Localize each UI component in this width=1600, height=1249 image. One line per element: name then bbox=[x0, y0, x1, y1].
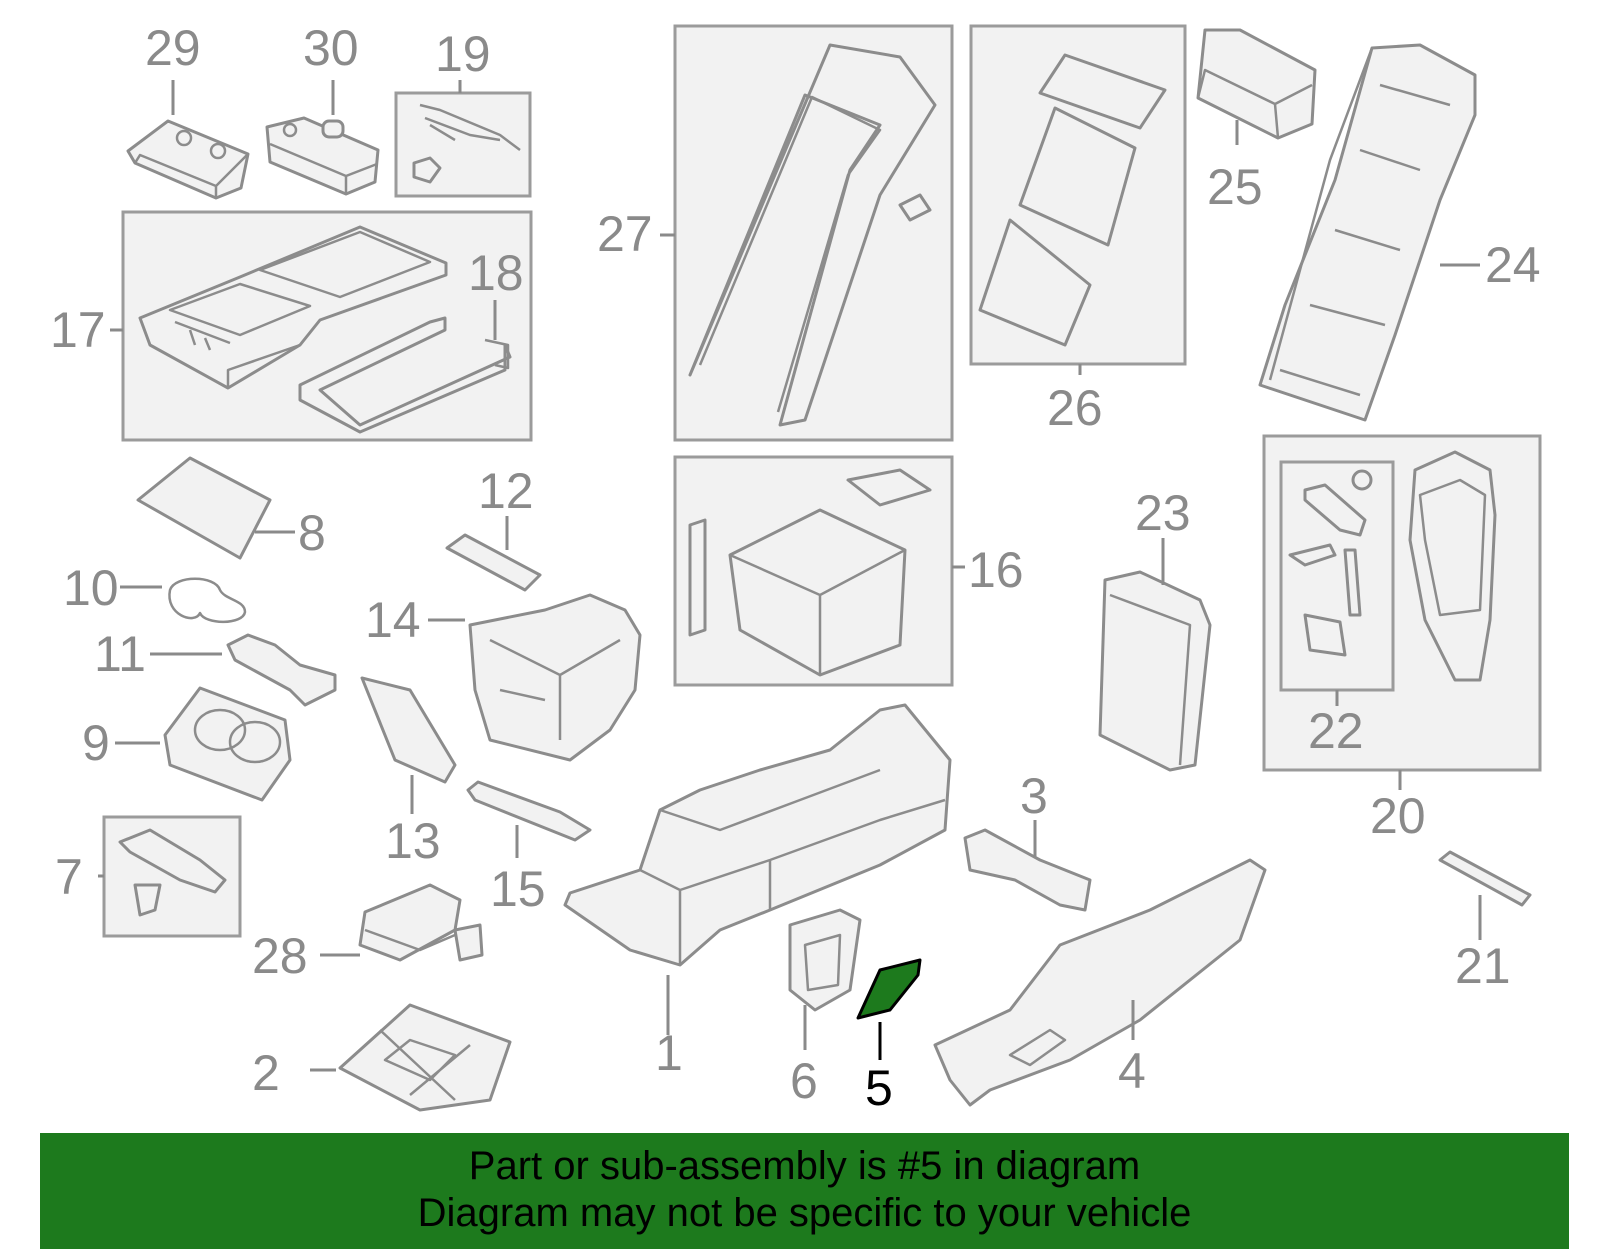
parts-diagram: 29 30 19 17 18 27 26 25 24 8 10 11 9 7 1… bbox=[50, 20, 1542, 1116]
part-29-switch-panel bbox=[126, 119, 250, 200]
part-17-upper-trim bbox=[138, 225, 512, 434]
callout-30: 30 bbox=[303, 20, 359, 76]
callout-22: 22 bbox=[1308, 703, 1364, 759]
part-25-module bbox=[1196, 28, 1317, 140]
part-12-trim-strip bbox=[445, 533, 542, 592]
part-1-console-body bbox=[563, 703, 952, 967]
callout-labels: 29 30 19 17 18 27 26 25 24 8 10 11 9 7 1… bbox=[50, 20, 1541, 1116]
callout-29: 29 bbox=[145, 20, 201, 76]
part-21-clip bbox=[1438, 850, 1532, 907]
part-2-mounting-plate bbox=[338, 1003, 512, 1112]
callout-8: 8 bbox=[298, 505, 326, 561]
callout-20: 20 bbox=[1370, 788, 1426, 844]
part-7-trim-set bbox=[118, 828, 227, 917]
part-10-cup-insert bbox=[168, 577, 247, 624]
callout-7: 7 bbox=[55, 849, 83, 905]
callout-16: 16 bbox=[968, 542, 1024, 598]
callout-6: 6 bbox=[790, 1053, 818, 1109]
callout-3: 3 bbox=[1020, 768, 1048, 824]
part-26-mat-set bbox=[978, 53, 1167, 347]
part-8-mat bbox=[136, 456, 272, 560]
callout-17: 17 bbox=[50, 302, 106, 358]
part-30-knob-module bbox=[265, 116, 380, 196]
callout-5: 5 bbox=[865, 1060, 893, 1116]
part-11-bracket bbox=[226, 633, 337, 707]
callout-11: 11 bbox=[94, 626, 146, 682]
callout-27: 27 bbox=[597, 206, 653, 262]
part-23-panel bbox=[1098, 570, 1212, 772]
part-15-rail bbox=[466, 780, 592, 842]
callout-1: 1 bbox=[655, 1025, 683, 1081]
callout-13: 13 bbox=[385, 813, 441, 869]
part-6-cover-plate bbox=[788, 908, 862, 1012]
part-22-hardware-kit bbox=[1288, 469, 1373, 657]
part-28-module bbox=[358, 883, 484, 962]
part-16-storage-bin bbox=[688, 468, 932, 677]
part-5-highlighted[interactable] bbox=[856, 958, 922, 1020]
callout-12: 12 bbox=[478, 463, 534, 519]
leader-lines bbox=[98, 80, 1482, 1072]
part-19-bracket-set bbox=[412, 103, 521, 184]
callout-9: 9 bbox=[82, 715, 110, 771]
banner-line-2: Diagram may not be specific to your vehi… bbox=[417, 1191, 1192, 1235]
part-3-bracket bbox=[963, 828, 1092, 912]
callout-4: 4 bbox=[1118, 1043, 1146, 1099]
callout-2: 2 bbox=[252, 1045, 280, 1101]
info-banner: Part or sub-assembly is #5 in diagram Di… bbox=[40, 1133, 1569, 1249]
callout-18: 18 bbox=[468, 245, 524, 301]
callout-26: 26 bbox=[1047, 380, 1103, 436]
callout-19: 19 bbox=[435, 26, 491, 82]
banner-line-1: Part or sub-assembly is #5 in diagram bbox=[468, 1144, 1141, 1188]
callout-21: 21 bbox=[1455, 938, 1511, 994]
callout-25: 25 bbox=[1207, 159, 1263, 215]
callout-24: 24 bbox=[1485, 237, 1541, 293]
part-9-cupholder bbox=[163, 686, 292, 802]
part-24-console-housing bbox=[1258, 43, 1477, 422]
part-20-armrest bbox=[1408, 450, 1497, 682]
group-box-19 bbox=[394, 91, 532, 198]
part-14-console-core bbox=[468, 593, 642, 762]
part-13-cover bbox=[360, 676, 457, 784]
callout-15: 15 bbox=[490, 861, 546, 917]
callout-10: 10 bbox=[63, 560, 119, 616]
callout-14: 14 bbox=[365, 592, 421, 648]
part-4-side-trim bbox=[933, 858, 1267, 1107]
callout-28: 28 bbox=[252, 928, 308, 984]
callout-23: 23 bbox=[1135, 485, 1191, 541]
part-27-console-trim-frame bbox=[688, 43, 937, 427]
